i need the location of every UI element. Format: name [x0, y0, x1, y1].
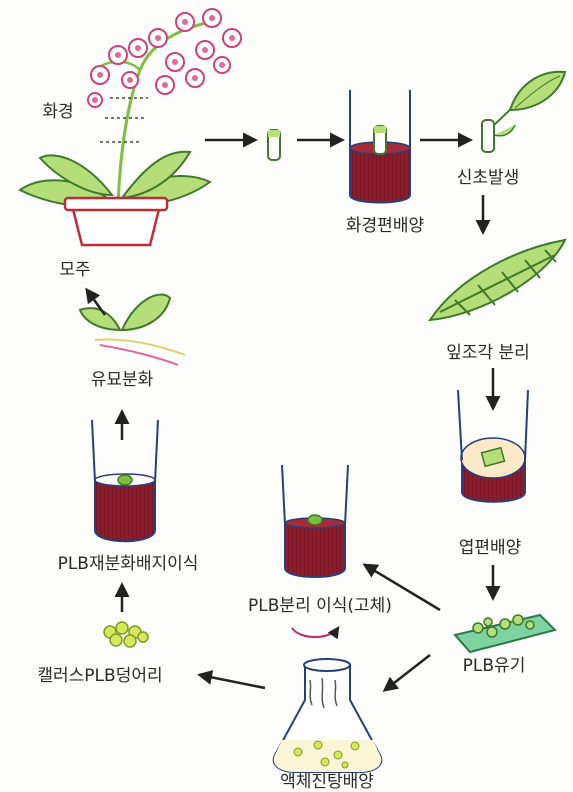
label-plb-redifferentiation-transfer: PLB재분화배지이식 — [58, 556, 199, 573]
plb-redifferentiation-vessel — [92, 420, 158, 541]
label-plb-separation-transfer: PLB분리 이식(고체) — [248, 598, 392, 615]
flower-stalk-culture-vessel — [350, 90, 410, 203]
leaf-segments-illustration — [430, 240, 565, 320]
label-liquid-shaking-culture: 액체진탕배양 — [280, 774, 374, 791]
plb-separation-vessel — [282, 465, 348, 577]
label-leaf-segment-culture: 엽편배양 — [459, 540, 522, 557]
plb-induction-illustration — [455, 615, 555, 652]
shoot-formation-illustration — [482, 72, 565, 152]
shaking-arrow — [292, 628, 338, 637]
label-callus-plb-mass: 캘러스PLB덩어리 — [37, 668, 162, 685]
label-inflorescence: 화경 — [42, 104, 73, 121]
explant-segment — [268, 130, 280, 160]
liquid-culture-flask — [274, 659, 382, 772]
orchid-plant-illustration — [20, 9, 241, 245]
flowers — [88, 9, 241, 107]
plantlet-illustration — [80, 295, 185, 365]
callus-plb-mass-illustration — [104, 622, 148, 647]
label-plb-induction: PLB유기 — [463, 658, 526, 675]
label-stock-plant: 모주 — [59, 262, 90, 279]
label-shoot-formation: 신초발생 — [457, 170, 520, 187]
label-flower-stalk-culture: 화경편배양 — [346, 218, 424, 235]
label-leaf-segment-separation: 잎조각 분리 — [446, 345, 530, 362]
label-plantlet-differentiation: 유묘분화 — [91, 372, 154, 389]
